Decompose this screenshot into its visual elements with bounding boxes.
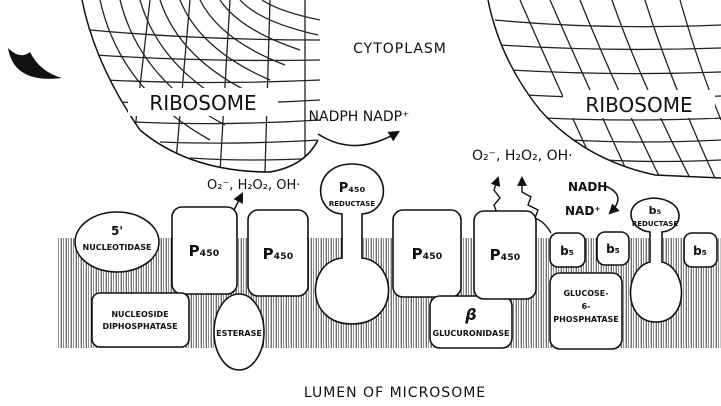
svg-text:GLUCURONIDASE: GLUCURONIDASE xyxy=(433,329,510,338)
svg-text:b₅: b₅ xyxy=(560,244,574,258)
radicals-right-label: O₂⁻, H₂O₂, OH· xyxy=(472,148,573,164)
svg-text:b₅: b₅ xyxy=(693,244,707,258)
p450-protein-3: P₄₅₀ xyxy=(393,210,461,297)
crescent-mark xyxy=(8,48,62,79)
svg-text:b₅: b₅ xyxy=(606,242,620,256)
svg-text:b₅: b₅ xyxy=(649,204,662,217)
b5-protein-1: b₅ xyxy=(550,233,585,267)
ribosome-right-label: RIBOSOME xyxy=(585,93,692,117)
svg-text:P₄₅₀: P₄₅₀ xyxy=(490,246,521,264)
p450-protein-2: P₄₅₀ xyxy=(248,210,308,296)
lumen-label: LUMEN OF MICROSOME xyxy=(304,385,486,401)
svg-text:REDUCTASE: REDUCTASE xyxy=(632,220,678,228)
radicals-right-arrow-1 xyxy=(494,178,500,213)
nad-label: NAD⁺ xyxy=(565,204,601,218)
svg-text:NUCLEOTIDASE: NUCLEOTIDASE xyxy=(83,243,152,252)
nadh-label: NADH xyxy=(568,180,607,194)
svg-text:ESTERASE: ESTERASE xyxy=(216,329,262,338)
svg-text:DIPHOSPHATASE: DIPHOSPHATASE xyxy=(102,322,177,331)
svg-text:P₄₅₀: P₄₅₀ xyxy=(263,245,294,263)
glucose-6-phosphatase-protein: GLUCOSE- 6- PHOSPHATASE xyxy=(550,273,622,349)
nadph-reaction-arrow xyxy=(318,132,398,146)
radicals-left-label: O₂⁻, H₂O₂, OH· xyxy=(207,178,300,193)
b5-protein-2: b₅ xyxy=(597,232,629,265)
svg-text:6-: 6- xyxy=(582,302,591,311)
ribosome-left-label: RIBOSOME xyxy=(149,91,256,115)
esterase-protein: ESTERASE xyxy=(214,294,264,370)
nucleoside-diphosphatase-protein: NUCLEOSIDE DIPHOSPHATASE xyxy=(92,293,189,347)
p450-protein-1: P₄₅₀ xyxy=(172,207,237,294)
cytoplasm-label: CYTOPLASM xyxy=(353,41,447,57)
p450-protein-4: P₄₅₀ xyxy=(474,211,536,299)
glucuronidase-protein: β GLUCURONIDASE xyxy=(430,296,512,348)
nucleotidase-protein: 5' NUCLEOTIDASE xyxy=(75,212,159,272)
svg-text:β: β xyxy=(464,305,476,324)
svg-text:P₄₅₀: P₄₅₀ xyxy=(189,242,220,260)
svg-text:PHOSPHATASE: PHOSPHATASE xyxy=(553,315,619,324)
svg-text:P₄₅₀: P₄₅₀ xyxy=(412,245,443,263)
svg-text:GLUCOSE-: GLUCOSE- xyxy=(563,289,608,298)
nadph-nadp-label: NADPH NADP⁺ xyxy=(309,109,410,125)
svg-text:P₄₅₀: P₄₅₀ xyxy=(339,181,366,196)
svg-text:5': 5' xyxy=(111,224,123,238)
svg-text:NUCLEOSIDE: NUCLEOSIDE xyxy=(111,310,168,319)
b5-protein-3: b₅ xyxy=(684,233,717,267)
ribosome-left: RIBOSOME xyxy=(82,0,320,172)
svg-text:REDUCTASE: REDUCTASE xyxy=(329,200,375,208)
